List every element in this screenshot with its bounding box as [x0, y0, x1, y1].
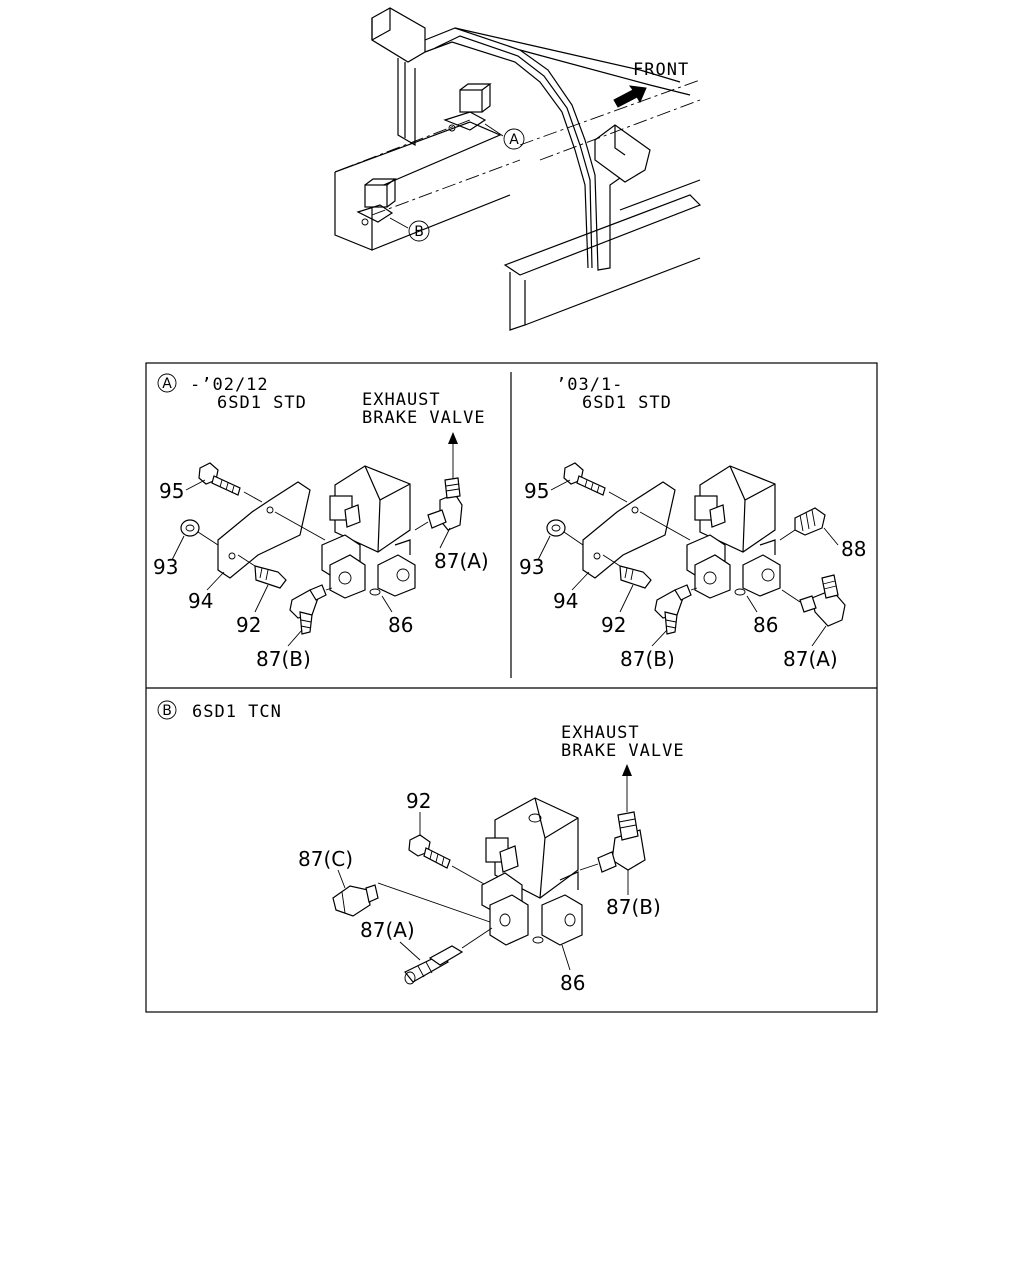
- part-label-87a: 87(A): [783, 647, 838, 671]
- nut-icon: [546, 519, 566, 537]
- panel-a-left-spec-1: -’02/12: [190, 375, 269, 395]
- panel-b-spec-1: 6SD1 TCN: [192, 702, 282, 722]
- panel-a-left-dest-1: EXHAUST: [362, 390, 441, 410]
- part-label-86: 86: [753, 613, 778, 637]
- panel-b-dest-1: EXHAUST: [561, 723, 640, 743]
- callout-b-letter: B: [414, 224, 424, 240]
- part-label-87b: 87(B): [620, 647, 675, 671]
- panel-a-left-spec-2: 6SD1 STD: [217, 393, 307, 413]
- part-label-87a: 87(A): [434, 549, 489, 573]
- callout-a-letter: A: [509, 132, 519, 148]
- part-label-94: 94: [188, 589, 213, 613]
- part-label-86: 86: [388, 613, 413, 637]
- part-label-92: 92: [601, 613, 626, 637]
- bracket-icon: [217, 481, 326, 579]
- fitting-elbow-icon: [799, 574, 846, 627]
- solenoid-valve-icon: [321, 465, 416, 599]
- chassis-overview: A B FRONT: [334, 7, 702, 331]
- panel-a-marker: A: [162, 376, 172, 392]
- bolt-icon: [619, 565, 652, 589]
- panel-a-right-spec-2: 6SD1 STD: [582, 393, 672, 413]
- bracket-icon: [582, 481, 691, 579]
- fitting-straight-icon: [332, 884, 379, 917]
- panel-b-marker: B: [162, 703, 172, 719]
- fitting-elbow-icon: [427, 477, 463, 531]
- fitting-elbow-icon: [289, 584, 327, 635]
- part-label-93: 93: [519, 555, 544, 579]
- part-label-87c: 87(C): [298, 847, 353, 871]
- panel-b-dest-2: BRAKE VALVE: [561, 741, 685, 761]
- part-label-87b: 87(B): [256, 647, 311, 671]
- solenoid-valve-icon: [686, 465, 781, 599]
- panel-b: B 6SD1 TCN EXHAUST BRAKE VALVE: [157, 700, 685, 995]
- part-label-87a: 87(A): [360, 918, 415, 942]
- part-label-93: 93: [153, 555, 178, 579]
- front-label: FRONT: [633, 60, 689, 80]
- panel-a-left: A -’02/12 6SD1 STD EXHAUST BRAKE VALVE: [153, 373, 489, 671]
- bolt-icon: [563, 462, 606, 496]
- nut-icon: [180, 519, 200, 537]
- part-label-94: 94: [553, 589, 578, 613]
- fitting-elbow-icon: [597, 811, 646, 873]
- fitting-straight-icon: [404, 945, 464, 985]
- solenoid-valve-icon: [481, 797, 583, 946]
- part-label-92: 92: [236, 613, 261, 637]
- panel-a-left-dest-2: BRAKE VALVE: [362, 408, 486, 428]
- part-label-92: 92: [406, 789, 431, 813]
- bolt-icon: [198, 462, 241, 496]
- plug-icon: [794, 507, 826, 536]
- panel-a-right: ’03/1- 6SD1 STD: [519, 375, 866, 671]
- bolt-icon: [254, 565, 287, 589]
- part-label-88: 88: [841, 537, 866, 561]
- part-label-95: 95: [524, 479, 549, 503]
- fitting-elbow-icon: [654, 584, 692, 635]
- panel-a-right-spec-1: ’03/1-: [556, 375, 623, 395]
- front-arrow-icon: [613, 85, 647, 108]
- part-label-86: 86: [560, 971, 585, 995]
- part-label-95: 95: [159, 479, 184, 503]
- part-label-87b: 87(B): [606, 895, 661, 919]
- detail-frames: [145, 362, 878, 1013]
- bolt-icon: [408, 834, 451, 869]
